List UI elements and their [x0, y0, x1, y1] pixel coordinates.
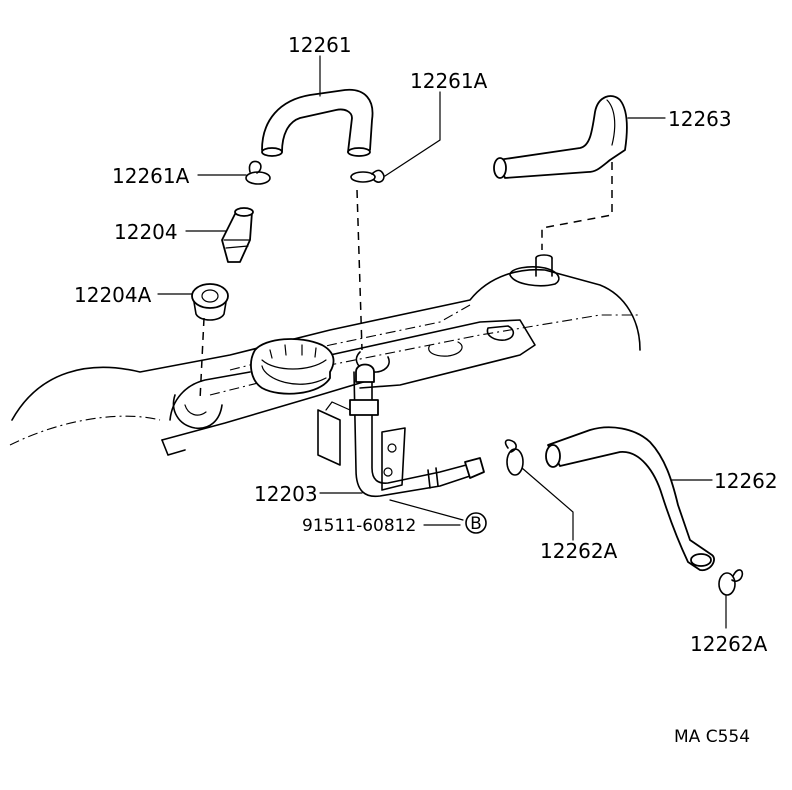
- label-12262A-right: 12262A: [690, 632, 768, 656]
- assembly-lines: [199, 162, 613, 521]
- clip-12261A-left: [245, 160, 271, 185]
- leader-lines: [157, 55, 727, 629]
- label-12261A-right: 12261A: [410, 69, 488, 93]
- label-12263: 12263: [668, 107, 732, 131]
- clip-12262A-right: [718, 569, 744, 596]
- cylinder-head-cover: [9, 254, 641, 491]
- hose-12263: [493, 95, 628, 179]
- label-12203: 12203: [254, 482, 318, 506]
- diagram-code: MA C554: [674, 727, 750, 747]
- pcv-valve-12204: [221, 207, 254, 263]
- pipe-12203: [349, 363, 485, 498]
- label-12262A-left: 12262A: [540, 539, 618, 563]
- label-12262: 12262: [714, 469, 778, 493]
- label-12261A-left: 12261A: [112, 164, 190, 188]
- bolt-marker-circle: [465, 512, 487, 534]
- grommet-12204A: [191, 283, 229, 321]
- label-12204A: 12204A: [74, 283, 152, 307]
- hose-12261: [261, 88, 374, 157]
- label-91511-60812: 91511-60812: [302, 516, 416, 536]
- clip-12261A-right: [350, 169, 385, 183]
- hose-12262: [545, 426, 715, 572]
- label-12204: 12204: [114, 220, 178, 244]
- clip-12262A-left: [504, 439, 524, 476]
- label-12261: 12261: [288, 33, 352, 57]
- bolt-marker-letter: B: [470, 514, 482, 534]
